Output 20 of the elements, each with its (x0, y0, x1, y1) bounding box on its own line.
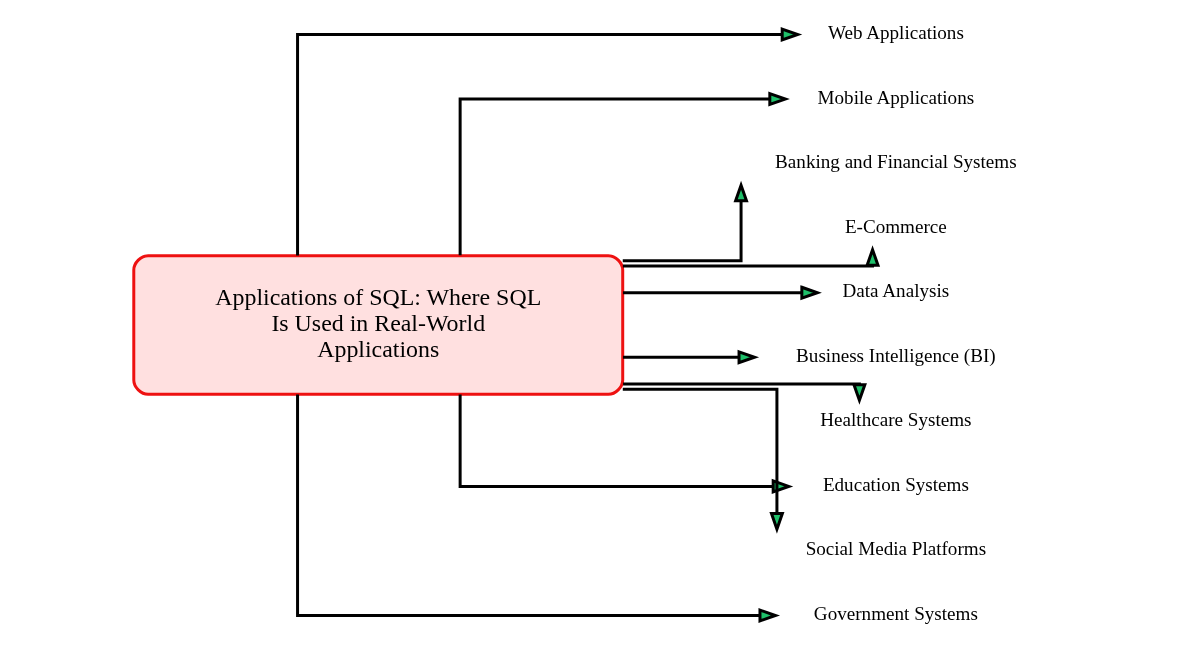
node-text: Government Systems (813, 603, 978, 625)
arrow (623, 349, 760, 365)
node-text: Healthcare Systems (820, 409, 972, 431)
arrow (622, 387, 785, 534)
arrow (622, 245, 881, 268)
node-text: Mobile Applications (817, 86, 975, 108)
node-text: Banking and Financial Systems (775, 151, 1017, 173)
node-text: Education Systems (822, 473, 969, 495)
node-box: Applications of SQL: Where SQL Is Used in Real-World Applications (132, 254, 625, 396)
arrow (623, 382, 867, 405)
arrow (458, 91, 790, 256)
arrow (622, 180, 749, 263)
node-text: Data Analysis (842, 280, 950, 302)
node-text: Web Applications (827, 22, 964, 44)
node-text: E-Commerce (844, 215, 947, 237)
node-text: Business Intelligence (BI) (796, 344, 996, 366)
arrow (296, 394, 781, 624)
arrow (623, 285, 822, 301)
arrow (296, 26, 803, 256)
node-text: Social Media Platforms (805, 538, 987, 560)
